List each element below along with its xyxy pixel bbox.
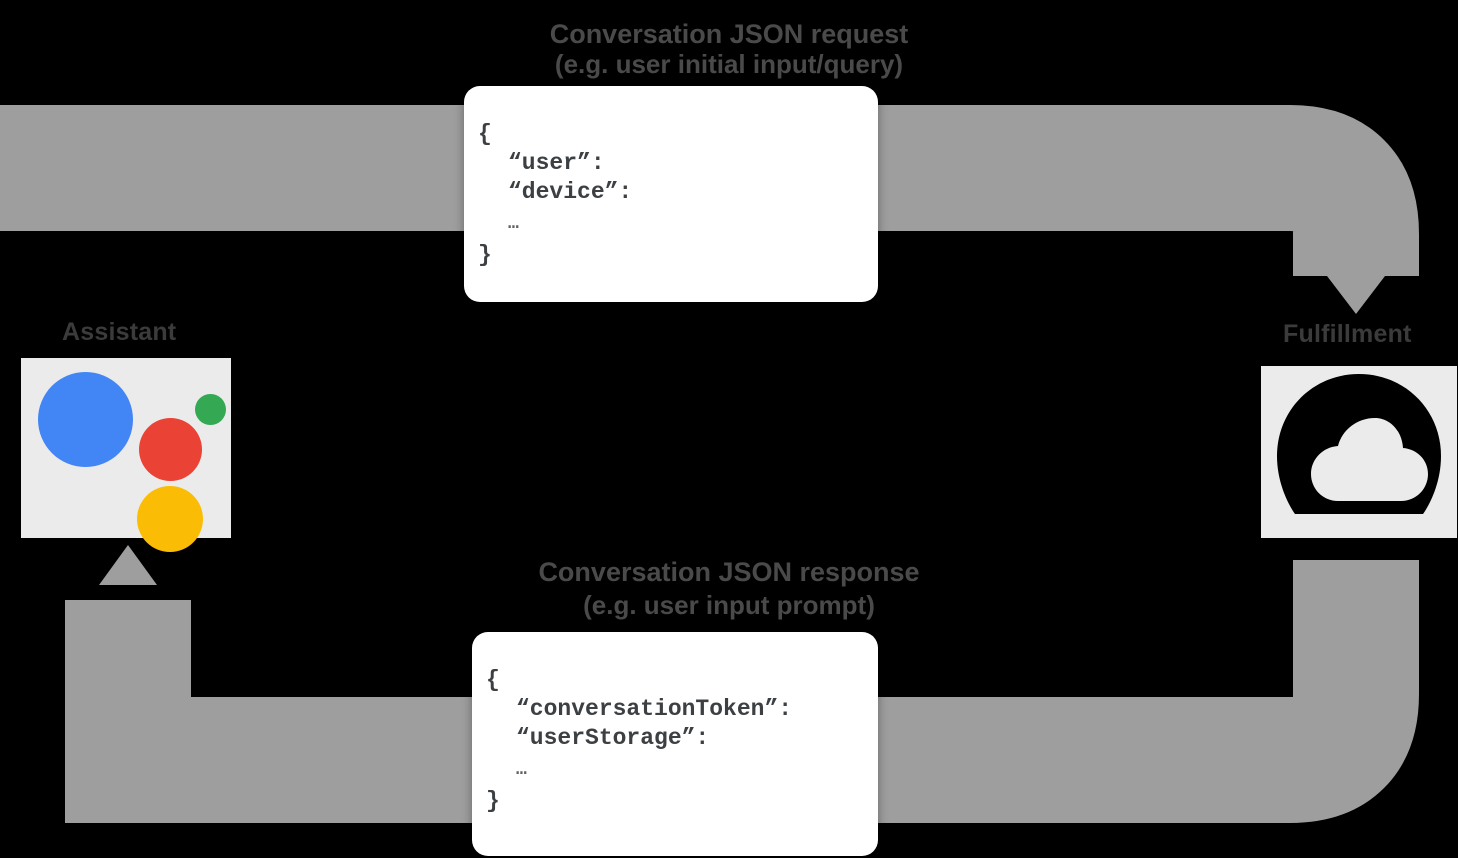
assistant-label: Assistant (62, 318, 177, 346)
response-json-line-3: … (516, 760, 527, 780)
request-json-line-2: “device”: (508, 179, 633, 205)
assistant-red-dot-icon (139, 418, 202, 481)
cloud-icon (1261, 366, 1457, 538)
cloud-icon-glyph (1277, 374, 1441, 514)
fulfillment-label: Fulfillment (1283, 320, 1412, 348)
response-arrow (65, 545, 1419, 823)
response-flow-subtitle: (e.g. user input prompt) (583, 590, 875, 620)
request-flow-title: Conversation JSON request (549, 19, 909, 49)
response-flow-title: Conversation JSON response (538, 557, 920, 587)
response-json-line-0: { (486, 667, 500, 693)
assistant-blue-dot-icon (38, 372, 133, 467)
request-json-card: { “user”: “device”: …} (464, 86, 878, 302)
google-assistant-icon (21, 358, 231, 552)
response-json-line-2: “userStorage”: (516, 725, 710, 751)
request-flow-subtitle: (e.g. user initial input/query) (554, 49, 904, 79)
response-json-line-4: } (486, 788, 500, 814)
request-json-line-3: … (508, 214, 519, 234)
request-json-line-1: “user”: (508, 150, 605, 176)
request-json-line-0: { (478, 121, 492, 147)
request-arrow (0, 105, 1419, 314)
assistant-green-dot-icon (195, 394, 226, 425)
response-json-line-1: “conversationToken”: (516, 696, 793, 722)
response-json-card: { “conversationToken”: “userStorage”: …} (472, 632, 878, 856)
assistant-yellow-dot-icon (137, 486, 203, 552)
request-json-line-4: } (478, 242, 492, 268)
